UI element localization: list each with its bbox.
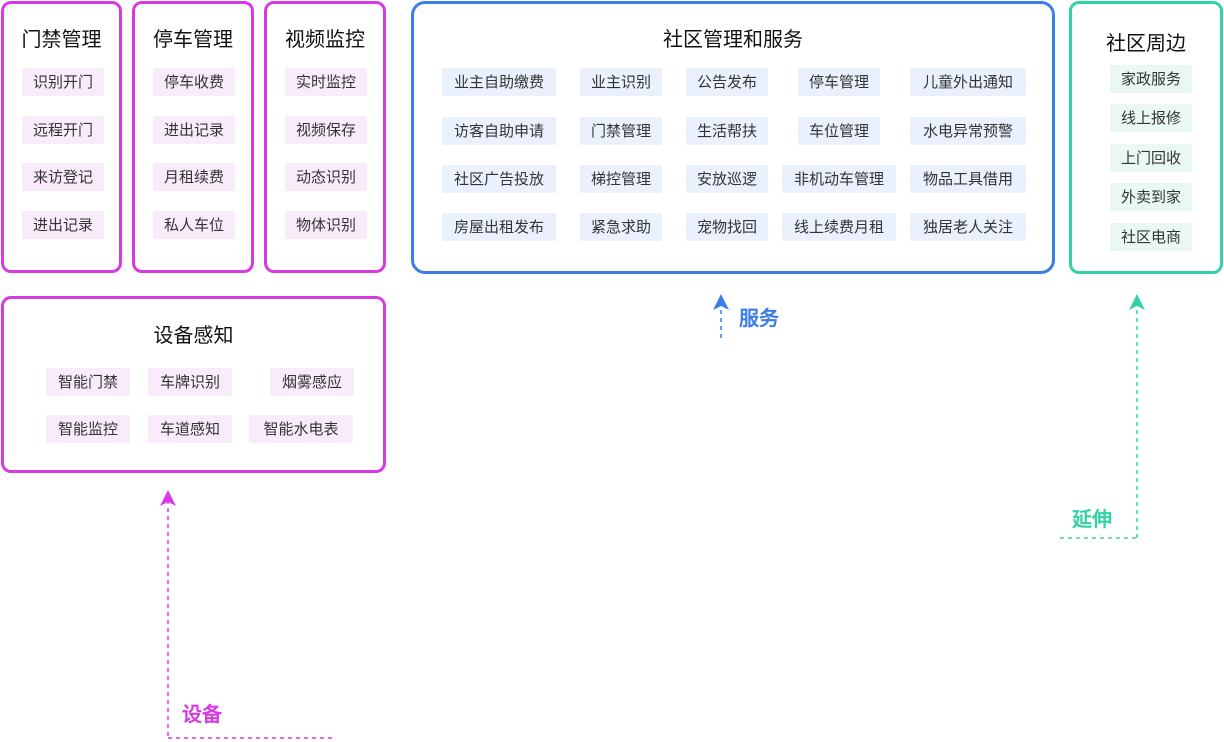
community-box: 社区管理和服务 业主自助缴费 业主识别 公告发布 停车管理 儿童外出通知 访客自… — [411, 1, 1055, 274]
access-control-title: 门禁管理 — [21, 27, 102, 51]
video-item: 实时监控 — [285, 68, 367, 96]
parking-item: 月租续费 — [153, 163, 235, 191]
video-box: 视频监控 实时监控 视频保存 动态识别 物体识别 — [264, 1, 386, 273]
community-title: 社区管理和服务 — [663, 27, 803, 51]
community-item: 梯控管理 — [580, 165, 662, 193]
service-label: 服务 — [739, 306, 779, 330]
surroundings-item: 家政服务 — [1110, 65, 1192, 93]
sensing-box: 设备感知 智能门禁 车牌识别 烟雾感应 智能监控 车道感知 智能水电表 — [1, 296, 386, 473]
sensing-title: 设备感知 — [153, 323, 234, 347]
sensing-item: 智能水电表 — [249, 415, 353, 443]
parking-title: 停车管理 — [153, 27, 233, 51]
video-title: 视频监控 — [285, 27, 365, 51]
parking-item: 进出记录 — [153, 116, 235, 144]
surroundings-box: 社区周边 家政服务 线上报修 上门回收 外卖到家 社区电商 — [1069, 1, 1223, 274]
access-control-item: 来访登记 — [22, 163, 104, 191]
sensing-item: 智能监控 — [46, 415, 130, 443]
service-arrowhead — [713, 294, 729, 310]
sensing-item: 烟雾感应 — [270, 368, 354, 396]
community-item: 水电异常预警 — [910, 117, 1026, 145]
surroundings-item: 外卖到家 — [1110, 183, 1192, 211]
surroundings-item: 线上报修 — [1110, 104, 1192, 132]
access-control-box: 门禁管理 识别开门 远程开门 来访登记 进出记录 — [1, 1, 122, 273]
community-item: 访客自助申请 — [442, 117, 556, 145]
community-item: 业主识别 — [580, 68, 662, 96]
parking-item: 停车收费 — [153, 68, 235, 96]
community-item: 业主自助缴费 — [442, 68, 556, 96]
video-item: 视频保存 — [285, 116, 367, 144]
community-item: 独居老人关注 — [910, 213, 1026, 241]
extension-label: 延伸 — [1072, 507, 1112, 531]
community-item: 物品工具借用 — [910, 165, 1026, 193]
community-item: 房屋出租发布 — [442, 213, 556, 241]
surroundings-title: 社区周边 — [1106, 31, 1186, 55]
community-item: 宠物找回 — [686, 213, 768, 241]
parking-box: 停车管理 停车收费 进出记录 月租续费 私人车位 — [132, 1, 254, 273]
community-item: 儿童外出通知 — [910, 68, 1026, 96]
video-item: 物体识别 — [285, 211, 367, 239]
surroundings-item: 社区电商 — [1110, 223, 1192, 251]
community-item: 紧急求助 — [580, 213, 662, 241]
extension-arrowhead — [1129, 294, 1145, 310]
community-item: 停车管理 — [798, 68, 880, 96]
device-label: 设备 — [182, 702, 222, 726]
community-item: 安放巡逻 — [686, 165, 768, 193]
sensing-item: 车牌识别 — [148, 368, 232, 396]
community-item: 非机动车管理 — [782, 165, 896, 193]
access-control-item: 识别开门 — [22, 68, 104, 96]
access-control-item: 远程开门 — [22, 116, 104, 144]
video-item: 动态识别 — [285, 163, 367, 191]
community-item: 社区广告投放 — [442, 165, 556, 193]
sensing-item: 车道感知 — [148, 415, 232, 443]
sensing-item: 智能门禁 — [46, 368, 130, 396]
community-item: 线上续费月租 — [782, 213, 896, 241]
access-control-item: 进出记录 — [22, 211, 104, 239]
parking-item: 私人车位 — [153, 211, 235, 239]
surroundings-item: 上门回收 — [1110, 144, 1192, 172]
community-item: 生活帮扶 — [686, 117, 768, 145]
community-item: 公告发布 — [686, 68, 768, 96]
device-arrowhead — [160, 490, 176, 506]
community-item: 门禁管理 — [580, 117, 662, 145]
community-item: 车位管理 — [798, 117, 880, 145]
